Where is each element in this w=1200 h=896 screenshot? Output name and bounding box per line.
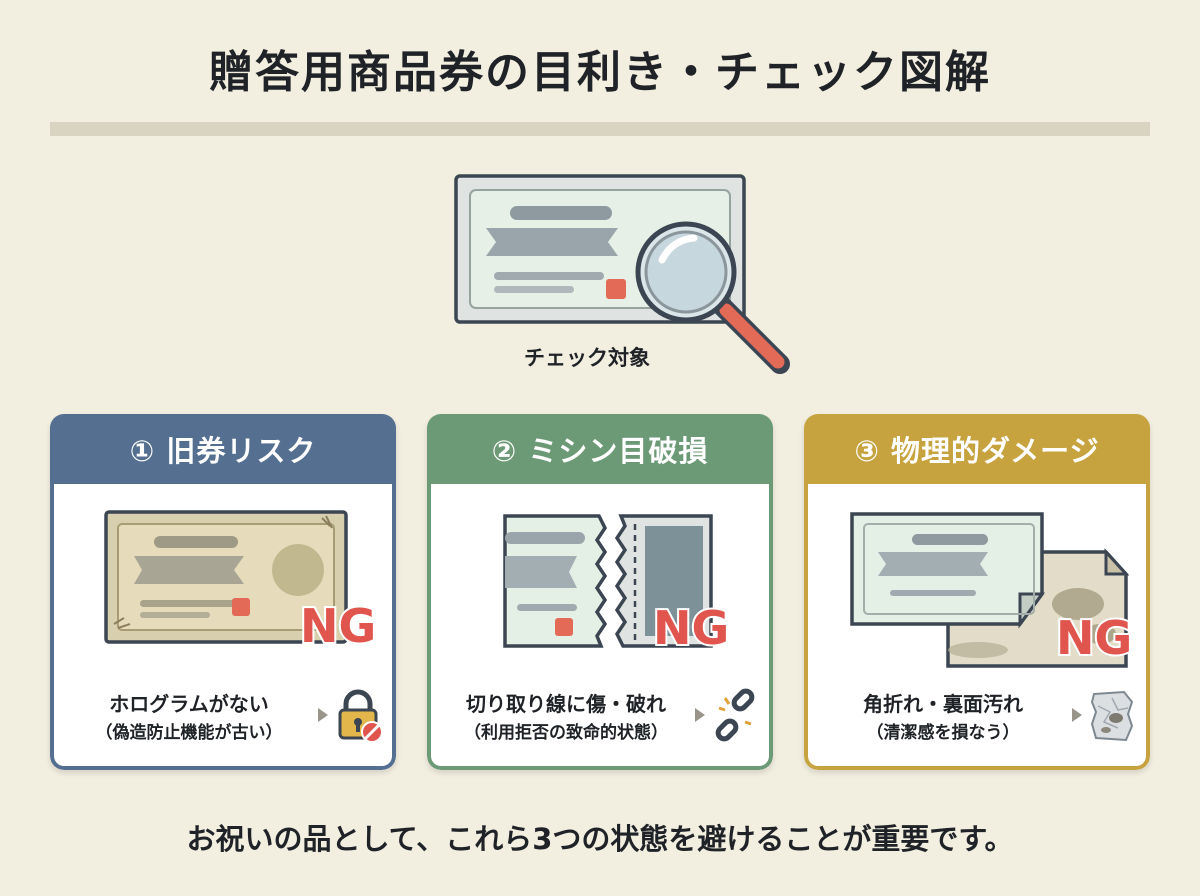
card-heading: ① 旧券リスク [50, 414, 396, 484]
footer-summary: お祝いの品として、これら3つの状態を避けることが重要です。 [186, 822, 1014, 856]
broken-chain-icon [715, 688, 755, 742]
arrow-right-icon [318, 708, 328, 722]
crumpled-paper-icon [1090, 690, 1134, 742]
card-old-ticket-risk: ① 旧券リスク NG ホログラムがない （偽造防止機能が古い） [50, 414, 396, 770]
ng-stamp: NG [651, 599, 731, 657]
card-physical-damage: ③ 物理的ダメージ NG 角折れ・裏面汚れ （清潔感を損なう） [804, 414, 1150, 770]
card-body: NG 角折れ・裏面汚れ （清潔感を損なう） [804, 484, 1150, 770]
bent-stained-ticket-illustration: NG [850, 512, 1134, 668]
card-body: NG ホログラムがない （偽造防止機能が古い） [50, 484, 396, 770]
arrow-right-icon [1072, 708, 1082, 722]
card-caption-sub: （偽造防止機能が古い） [95, 723, 283, 743]
magnifier-icon [635, 221, 790, 374]
hero-ticket-magnifier-illustration [454, 174, 790, 374]
card-caption-sub: （利用拒否の致命的状態） [464, 723, 668, 743]
ng-label: NG [1056, 611, 1132, 665]
title-divider [50, 122, 1150, 136]
arrow-right-icon [695, 708, 705, 722]
ng-label: NG [300, 599, 376, 653]
card-caption-main: 角折れ・裏面汚れ [863, 692, 1023, 716]
card-body: NG 切り取り線に傷・破れ （利用拒否の致命的状態） [427, 484, 773, 770]
ng-stamp: NG [298, 597, 378, 655]
page-title: 贈答用商品券の目利き・チェック図解 [209, 47, 991, 98]
card-perforation-damage: ② ミシン目破損 NG 切り取り線に傷・破れ （利用拒否の致命的状態） [427, 414, 773, 770]
card-caption-main: 切り取り線に傷・破れ [466, 692, 666, 716]
hero-label: チェック対象 [524, 346, 650, 370]
card-caption-main: ホログラムがない [109, 692, 269, 716]
torn-ticket-illustration: NG [503, 514, 731, 657]
ng-stamp: NG [1054, 609, 1134, 667]
card-caption-sub: （清潔感を損なう） [866, 723, 1020, 743]
card-heading: ③ 物理的ダメージ [804, 414, 1150, 484]
card-heading: ② ミシン目破損 [427, 414, 773, 484]
old-ticket-illustration: NG [104, 510, 378, 655]
lock-prohibited-icon [338, 689, 382, 743]
ng-label: NG [653, 601, 729, 655]
